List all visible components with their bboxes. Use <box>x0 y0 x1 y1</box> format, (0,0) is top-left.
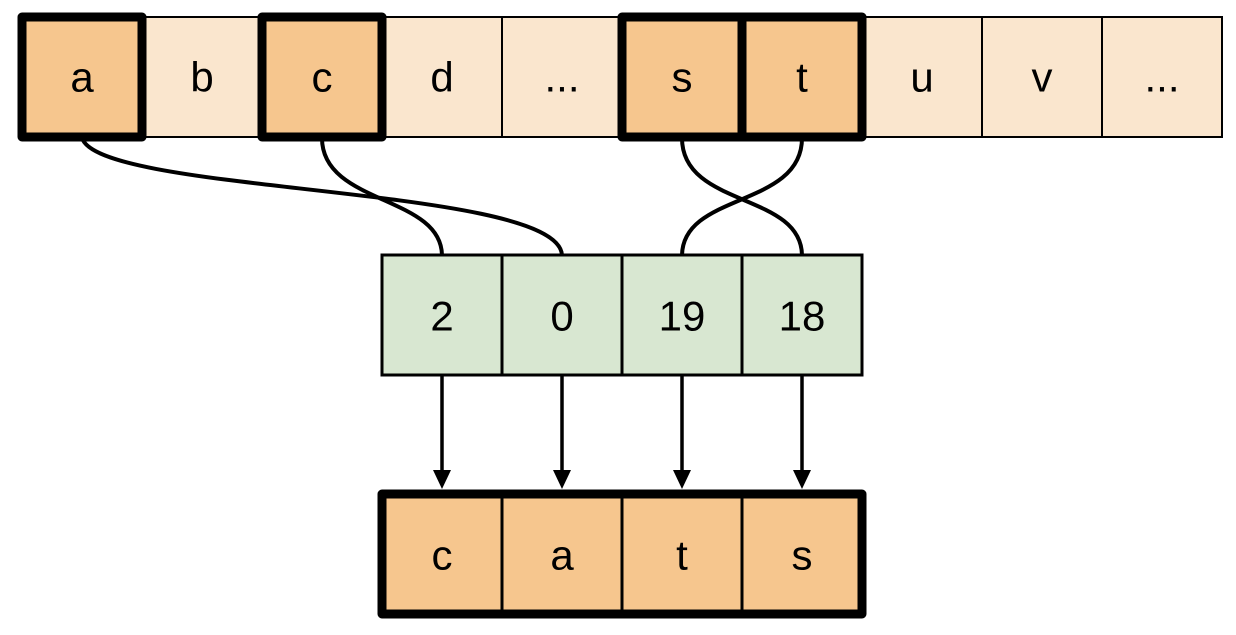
index-cell-19 <box>620 253 744 377</box>
alphabet-label-d: d <box>430 54 453 101</box>
mapping-curve-c-to-2 <box>320 136 444 258</box>
alphabet-label-ellipsis-1: ... <box>544 54 579 101</box>
alphabet-label-c: c <box>312 54 333 101</box>
alphabet-cell-t-highlighted <box>737 12 867 142</box>
alphabet-label-b: b <box>190 54 213 101</box>
arrow-1 <box>433 375 451 489</box>
alphabet-label-t: t <box>796 54 808 101</box>
alphabet-cell-ellipsis-1 <box>501 16 623 138</box>
index-label-19: 19 <box>659 293 706 340</box>
alphabet-cell-d <box>381 16 503 138</box>
output-label-s: s <box>792 532 813 579</box>
arrow-2-head <box>553 470 571 489</box>
mapping-curve-a-to-0 <box>80 136 564 258</box>
alphabet-cell-c-highlighted <box>257 12 387 142</box>
arrow-3-head <box>673 470 691 489</box>
index-cell-2 <box>380 253 504 377</box>
index-label-18: 18 <box>779 293 826 340</box>
output-label-t: t <box>676 532 688 579</box>
index-to-output-arrows <box>433 375 811 489</box>
arrow-2 <box>553 375 571 489</box>
output-label-a: a <box>550 532 574 579</box>
alphabet-label-ellipsis-2: ... <box>1144 54 1179 101</box>
arrow-1-head <box>433 470 451 489</box>
index-label-0: 0 <box>550 293 573 340</box>
index-label-2: 2 <box>430 293 453 340</box>
alphabet-array: a b c d ... s t u v ... <box>17 12 1223 142</box>
alphabet-label-v: v <box>1032 54 1053 101</box>
mapping-curve-t-to-19 <box>680 136 804 258</box>
mapping-curves <box>80 136 804 258</box>
alphabet-label-a: a <box>70 54 94 101</box>
index-cell-18 <box>740 253 864 377</box>
alphabet-cell-v <box>981 16 1103 138</box>
alphabet-label-u: u <box>910 54 933 101</box>
output-array: c a t s <box>377 489 867 619</box>
mapping-curve-s-to-18 <box>680 136 804 258</box>
index-array: 2 0 19 18 <box>380 253 864 377</box>
output-label-c: c <box>432 532 453 579</box>
alphabet-label-s: s <box>672 54 693 101</box>
arrow-4-head <box>793 470 811 489</box>
alphabet-cell-ellipsis-2 <box>1101 16 1223 138</box>
alphabet-cell-b <box>141 16 263 138</box>
arrow-4 <box>793 375 811 489</box>
arrow-3 <box>673 375 691 489</box>
